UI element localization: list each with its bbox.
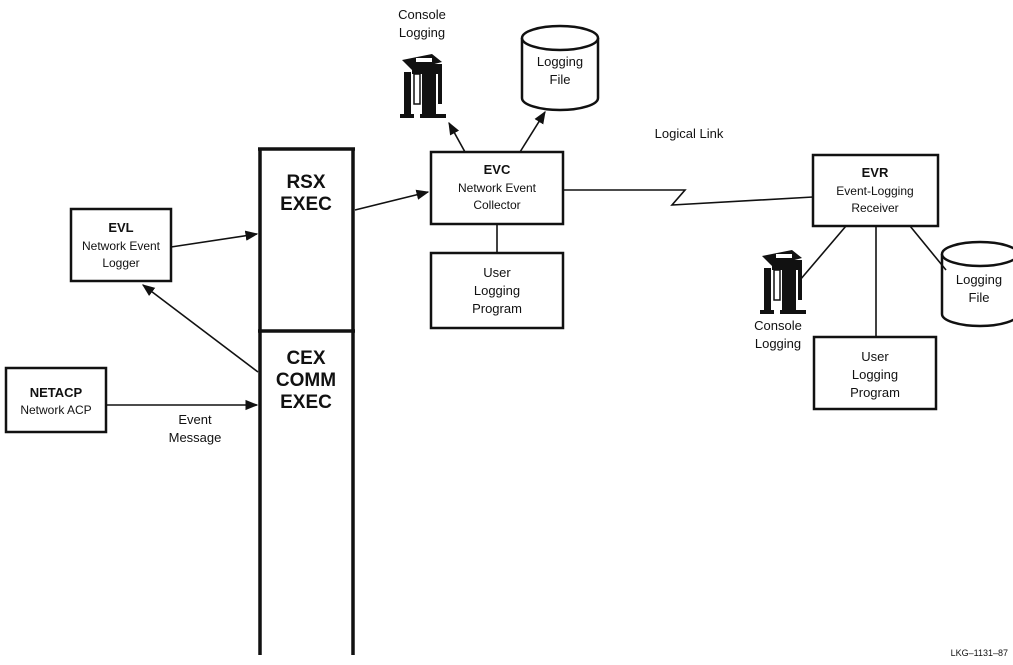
- event-message-line1: Event: [178, 412, 212, 427]
- logical-link-label: Logical Link: [655, 126, 724, 141]
- evc-logging-file-icon: Logging File: [520, 24, 600, 112]
- evc-line2: Collector: [473, 198, 520, 212]
- evr-file-line1: Logging: [956, 272, 1002, 287]
- evc-console-label: Console Logging: [398, 7, 446, 40]
- evr-line2: Receiver: [851, 201, 898, 215]
- evc-file-body: [520, 38, 600, 112]
- evc-line1: Network Event: [458, 181, 537, 195]
- evr-file-line2: File: [969, 290, 990, 305]
- evr-to-file-line: [909, 225, 947, 271]
- evr-user-program-line2: Logging: [852, 367, 898, 382]
- evc-file-line1: Logging: [537, 54, 583, 69]
- netacp-title: NETACP: [30, 385, 83, 400]
- evr-user-program-node: User Logging Program: [812, 335, 938, 411]
- logical-link-line: [563, 189, 814, 206]
- event-message-label: Event Message: [169, 412, 222, 445]
- evr-user-program-box: [812, 335, 938, 411]
- evc-console-line2: Logging: [399, 25, 445, 40]
- evc-console-line1: Console: [398, 7, 446, 22]
- evl-box: [69, 207, 173, 283]
- evc-user-program-node: User Logging Program: [429, 251, 565, 330]
- cex-exec-line2: COMM: [276, 370, 336, 391]
- evl-line1: Network Event: [82, 239, 161, 253]
- evr-console-line1: Console: [754, 318, 802, 333]
- evl-line2: Logger: [102, 256, 139, 270]
- evr-box: [811, 153, 940, 228]
- evr-user-program-line1: User: [861, 349, 889, 364]
- evc-to-console-arrow: [448, 121, 466, 153]
- evl-to-rsx-arrow: [170, 230, 259, 248]
- evc-user-program-line1: User: [483, 265, 511, 280]
- rsx-to-evc-arrow: [354, 189, 430, 211]
- evc-user-program-line2: Logging: [474, 283, 520, 298]
- netacp-node: NETACP Network ACP: [4, 366, 108, 434]
- evl-title: EVL: [108, 220, 133, 235]
- cex-exec-line1: CEX: [286, 348, 325, 369]
- evr-node: EVR Event-Logging Receiver: [811, 153, 940, 228]
- netacp-box: [4, 366, 108, 434]
- evr-file-body: [940, 254, 1013, 328]
- connectors: [106, 110, 947, 411]
- evr-file-top: [940, 240, 1013, 268]
- rsx-exec-block: RSX EXEC: [280, 172, 332, 215]
- event-message-line2: Message: [169, 430, 222, 445]
- figure-code: LKG–1131–87: [951, 648, 1008, 658]
- cex-exec-block: CEX COMM EXEC: [276, 348, 336, 413]
- netacp-line1: Network ACP: [20, 403, 91, 417]
- evc-file-line2: File: [550, 72, 571, 87]
- evr-console-label: Console Logging: [754, 318, 802, 351]
- evr-printer-icon: [760, 250, 806, 314]
- evc-printer-icon: [400, 54, 446, 118]
- evr-line1: Event-Logging: [836, 184, 913, 198]
- evr-to-console-line: [799, 225, 847, 281]
- cex-exec-line3: EXEC: [280, 392, 332, 413]
- evr-logging-file-icon: Logging File: [940, 240, 1013, 328]
- executive-column: [258, 147, 355, 655]
- rsx-exec-line1: RSX: [286, 172, 325, 193]
- evc-file-top: [520, 24, 600, 52]
- evc-to-file-arrow: [519, 110, 546, 153]
- evr-console-line2: Logging: [755, 336, 801, 351]
- evl-node: EVL Network Event Logger: [69, 207, 173, 283]
- evc-title: EVC: [484, 162, 511, 177]
- evr-user-program-line3: Program: [850, 385, 900, 400]
- evc-node: EVC Network Event Collector: [429, 150, 565, 226]
- cex-to-evl-arrow: [141, 284, 259, 373]
- rsx-exec-line2: EXEC: [280, 194, 332, 215]
- evr-title: EVR: [862, 165, 889, 180]
- evc-user-program-line3: Program: [472, 301, 522, 316]
